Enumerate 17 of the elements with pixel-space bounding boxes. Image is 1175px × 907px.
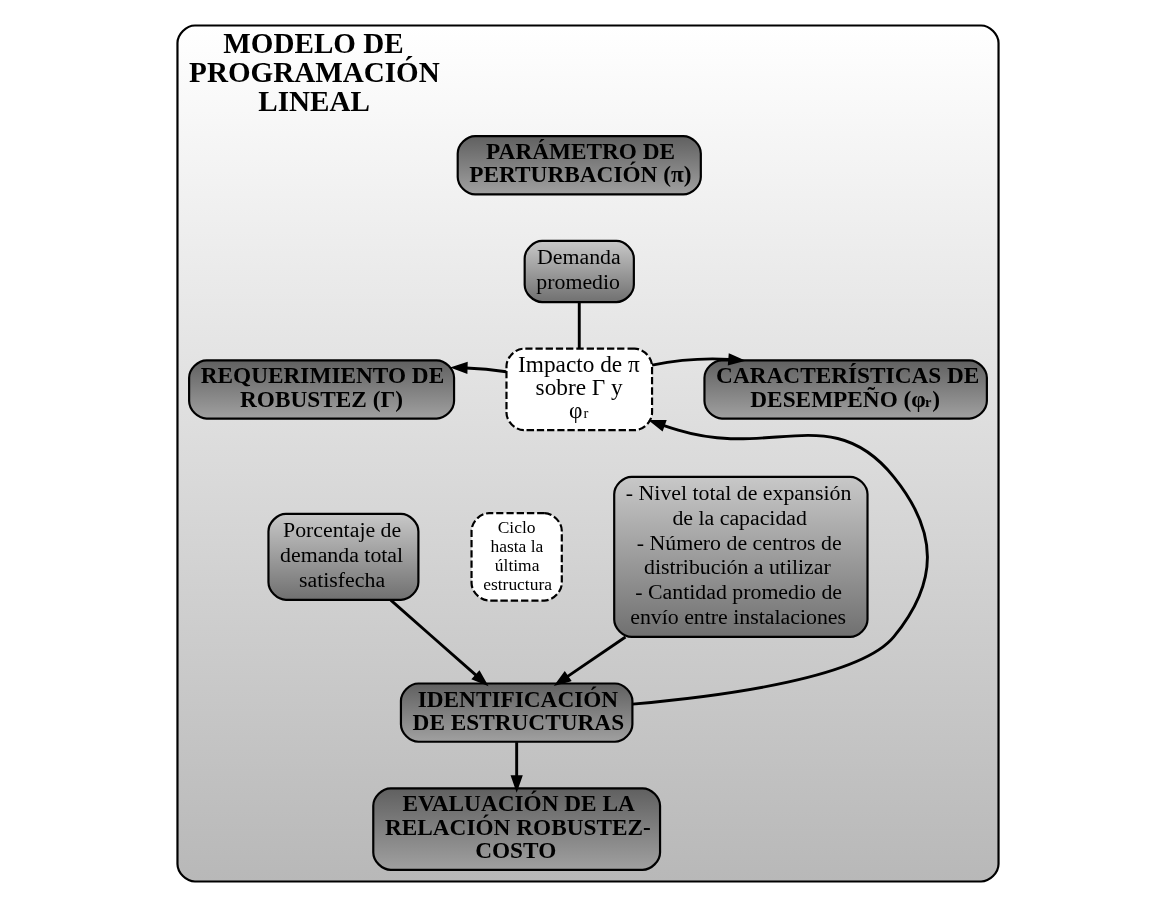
- node-box: - Nivel total de expansión de la capacidad - Número de centros de distribución a utilizar - Cantidad promedio de envío entre instalaciones: [612, 475, 869, 638]
- arrow: [651, 353, 746, 367]
- arrow: [449, 361, 506, 375]
- connector: [577, 302, 581, 349]
- node-box: Demanda promedio: [523, 239, 635, 304]
- node-box: Ciclo hasta la última estructura: [469, 512, 563, 602]
- node-box: EVALUACIÓN DE LA RELACIÓN ROBUSTEZ-COSTO: [371, 787, 661, 871]
- node-box: PARÁMETRO DE PERTURBACIÓN (π): [456, 135, 702, 196]
- arrow: [389, 599, 489, 687]
- node-box: CARACTERÍSTICAS DE DESEMPEÑO (φr): [702, 359, 988, 420]
- node-box: REQUERIMIENTO DE ROBUSTEZ (Γ): [187, 359, 455, 420]
- arrow: [631, 420, 929, 706]
- arrow: [510, 742, 523, 793]
- node-box: Porcentaje de demanda total satisfecha: [266, 512, 419, 601]
- node-box: Impacto de π sobre Γ y φr: [504, 347, 653, 432]
- node-box: IDENTIFICACIÓN DE ESTRUCTURAS: [399, 682, 633, 743]
- arrow: [553, 635, 626, 686]
